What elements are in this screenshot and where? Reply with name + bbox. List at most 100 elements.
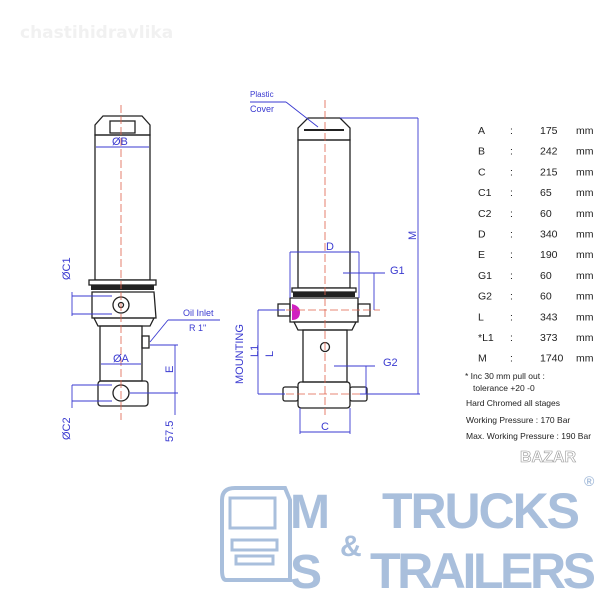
spec-key: G1 (478, 270, 492, 282)
spec-key: M (478, 353, 487, 365)
spec-key: B (478, 146, 485, 158)
spec-colon: : (510, 125, 513, 137)
right-cylinder-view: Plastic Cover M D G1 G2 L1 L MOUNTING C (234, 90, 420, 434)
dim-dia-b: ØB (112, 136, 128, 148)
cylinder-body (94, 134, 151, 281)
spec-unit: mm (576, 166, 594, 178)
top-cap (94, 115, 151, 136)
dim-g1: G1 (390, 265, 405, 277)
spec-key: E (478, 249, 485, 261)
spec-value: 60 (540, 291, 552, 303)
logo-m: M (290, 486, 330, 539)
spec-unit: mm (576, 291, 594, 303)
spec-colon: : (510, 291, 513, 303)
mid-block (91, 291, 157, 319)
cover-label-1: Plastic (250, 90, 274, 99)
left-cylinder-view: ØB ØC1 ØA ØC2 E 57.5 Oil Inlet R 1" (61, 105, 220, 442)
dim-dia-c1: ØC1 (61, 257, 73, 280)
dim-g2: G2 (383, 357, 398, 369)
dim-l: L (264, 351, 276, 357)
logo-trailers: TRAILERS (370, 543, 596, 599)
spec-unit: mm (576, 229, 594, 241)
spec-colon: : (510, 249, 513, 261)
spec-key: G2 (478, 291, 492, 303)
spec-row: *L1: 373 mm (478, 332, 594, 344)
dim-d: D (326, 241, 334, 253)
spec-key: C1 (478, 187, 492, 199)
dim-dia-a: ØA (113, 353, 130, 365)
spec-unit: mm (576, 332, 594, 344)
spec-colon: : (510, 311, 513, 323)
spec-colon: : (510, 208, 513, 220)
note-tolerance: tolerance +20 -0 (473, 383, 535, 393)
note-working-pressure: Working Pressure : 170 Bar (466, 415, 570, 425)
spec-value: 190 (540, 249, 558, 261)
spec-unit: mm (576, 311, 594, 323)
spec-colon: : (510, 229, 513, 241)
logo-ampersand: & (340, 530, 362, 563)
watermark: chastihidravlika (20, 23, 173, 43)
truck-icon (220, 486, 292, 582)
top-nut (109, 120, 136, 134)
note-max-pressure: Max. Working Pressure : 190 Bar (466, 431, 591, 441)
dim-c: C (321, 421, 329, 433)
oil-inlet-label: Oil Inlet (183, 308, 214, 318)
logo-registered: ® (584, 473, 595, 489)
spec-value: 175 (540, 125, 558, 137)
spec-key: D (478, 229, 486, 241)
spec-value: 65 (540, 187, 552, 199)
spec-value: 242 (540, 146, 558, 158)
note-pull-out: * Inc 30 mm pull out : (465, 371, 545, 381)
logo-s: S (290, 546, 322, 599)
spec-value: 60 (540, 270, 552, 282)
spec-key: C2 (478, 208, 492, 220)
spec-row: E: 190 mm (478, 249, 594, 261)
spec-colon: : (510, 332, 513, 344)
spec-unit: mm (576, 125, 594, 137)
dim-e: E (164, 366, 176, 373)
spec-value: 373 (540, 332, 558, 344)
spec-unit: mm (576, 146, 594, 158)
spec-value: 340 (540, 229, 558, 241)
bottom-eye (297, 381, 351, 409)
spec-colon: : (510, 353, 513, 365)
spec-key: *L1 (478, 332, 494, 344)
dim-l1: L1 (249, 345, 261, 357)
logo-trucks: TRUCKS (382, 483, 580, 539)
spec-colon: : (510, 270, 513, 282)
dim-57-5: 57.5 (164, 421, 176, 442)
dim-dia-c2: ØC2 (61, 417, 73, 440)
spec-colon: : (510, 146, 513, 158)
spec-unit: mm (576, 187, 594, 199)
spec-colon: : (510, 166, 513, 178)
spec-row: C1: 65 mm (478, 187, 594, 199)
bottom-eye (97, 380, 149, 407)
spec-row: D: 340 mm (478, 229, 594, 241)
spec-row: A: 175 mm (478, 125, 594, 137)
spec-unit: mm (576, 208, 594, 220)
cover-label-2: Cover (250, 104, 274, 114)
cylinder-body (297, 139, 351, 289)
spec-colon: : (510, 187, 513, 199)
spec-row: B: 242 mm (478, 146, 594, 158)
spec-row: C: 215 mm (478, 166, 594, 178)
spec-value: 60 (540, 208, 552, 220)
dim-m: M (407, 231, 419, 240)
spec-key: C (478, 166, 486, 178)
company-logo: M S TRUCKS & TRAILERS ® BAZAR (220, 449, 596, 599)
oil-inlet-nipple (141, 335, 150, 349)
spec-key: A (478, 125, 485, 137)
spec-value: 215 (540, 166, 558, 178)
oil-inlet-size: R 1" (189, 323, 206, 333)
spec-value: 1740 (540, 353, 564, 365)
spec-row: C2: 60 mm (478, 208, 594, 220)
spec-row: G2: 60 mm (478, 291, 594, 303)
spec-unit: mm (576, 249, 594, 261)
mounting-label: MOUNTING (234, 324, 246, 384)
note-chromed: Hard Chromed all stages (466, 398, 560, 408)
